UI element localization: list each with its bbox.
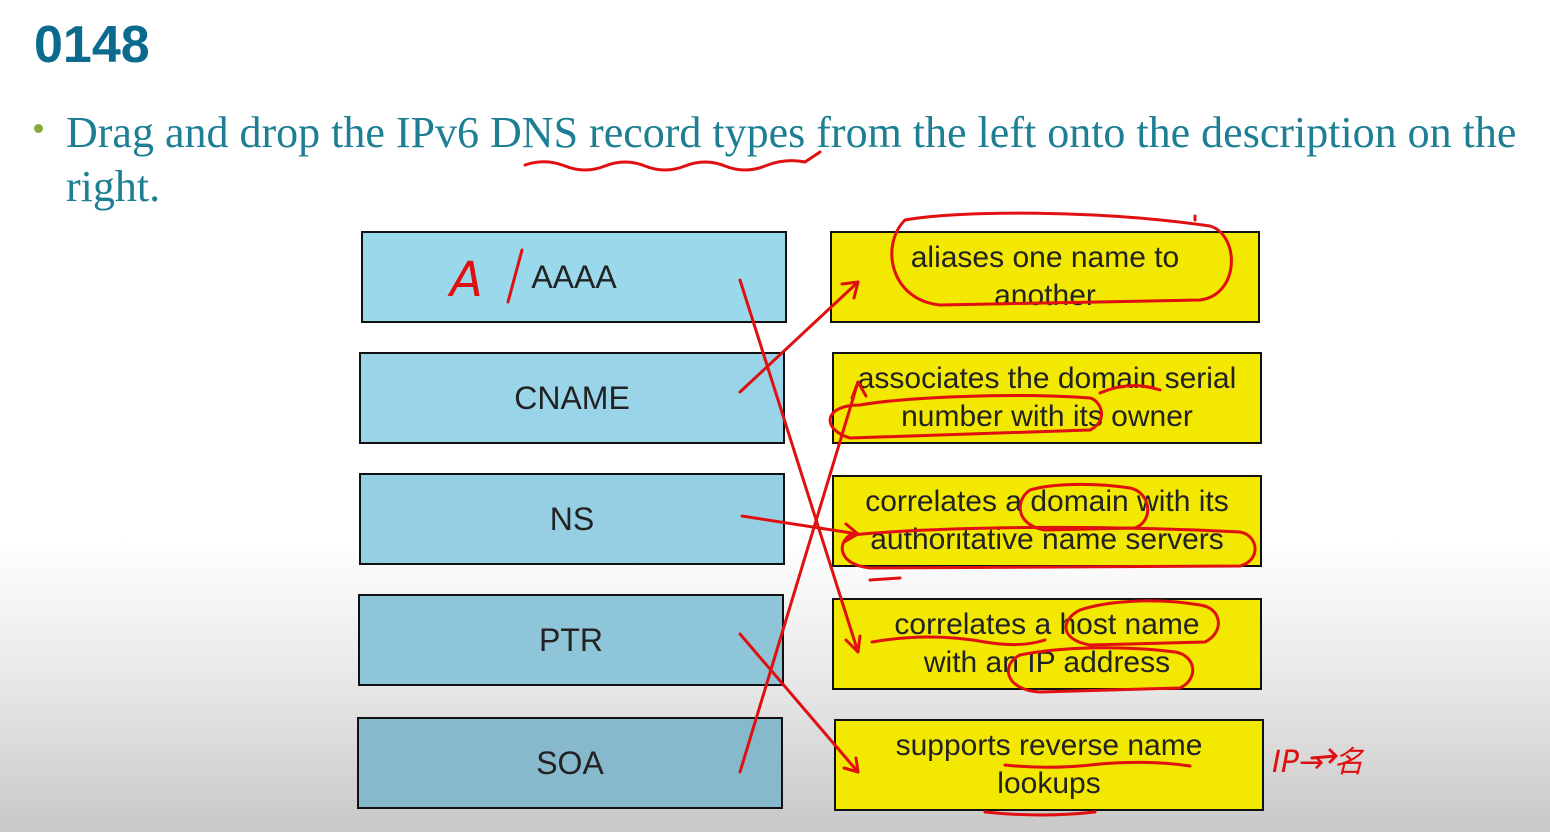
- bullet-dot: [34, 124, 43, 133]
- drop-target-label: associates the domain serial number with…: [857, 362, 1237, 433]
- drop-target-reverse-desc[interactable]: supports reverse name lookups: [834, 719, 1264, 811]
- drag-item-label: SOA: [536, 744, 604, 781]
- side-note-arrow: [1310, 748, 1338, 764]
- side-note: IP→ 名: [1272, 745, 1365, 780]
- drop-target-ns-desc[interactable]: correlates a domain with its authoritati…: [832, 475, 1262, 567]
- slide-title: 0148: [34, 16, 150, 74]
- underline-name-servers: [868, 576, 902, 582]
- drop-target-soa-desc[interactable]: associates the domain serial number with…: [832, 352, 1262, 444]
- underline-lookups: [983, 810, 1097, 817]
- drop-target-label: correlates a domain with its authoritati…: [865, 485, 1229, 556]
- drop-target-label: correlates a host name with an IP addres…: [894, 608, 1200, 679]
- drag-item-label: PTR: [539, 621, 603, 658]
- drag-item-label: AAAA: [531, 258, 617, 295]
- drag-item-soa[interactable]: SOA: [357, 717, 783, 809]
- drag-item-aaaa[interactable]: AAAA: [361, 231, 787, 323]
- drag-item-ns[interactable]: NS: [359, 473, 785, 565]
- drop-target-label: aliases one name to another: [910, 241, 1180, 312]
- drag-item-cname[interactable]: CNAME: [359, 352, 785, 444]
- drag-item-label: NS: [549, 500, 595, 537]
- drag-item-ptr[interactable]: PTR: [358, 594, 784, 686]
- drop-target-host-desc[interactable]: correlates a host name with an IP addres…: [832, 598, 1262, 690]
- instruction-text: Drag and drop the IPv6 DNS record types …: [66, 108, 1517, 211]
- drop-target-label: supports reverse name lookups: [895, 729, 1203, 800]
- drag-item-label: CNAME: [514, 379, 630, 416]
- drop-target-alias[interactable]: aliases one name to another: [830, 231, 1260, 323]
